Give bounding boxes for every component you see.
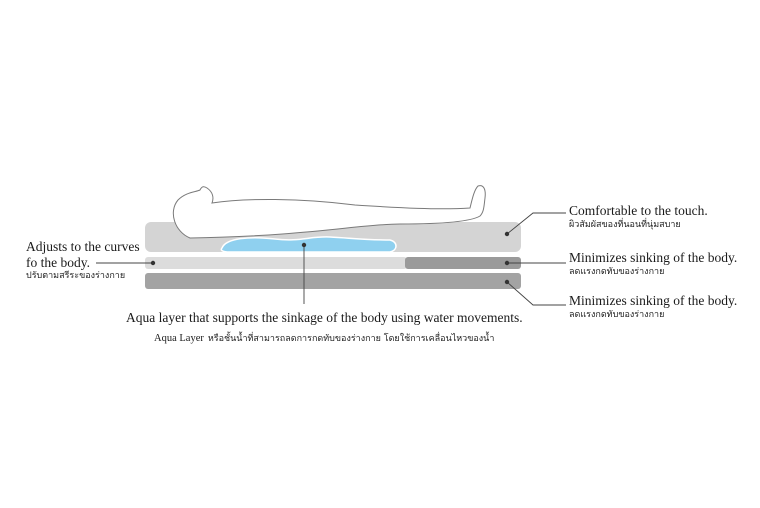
callout-bottom-right-en: Minimizes sinking of the body. [569, 293, 738, 308]
middle-layer-dark [405, 257, 521, 269]
dot-top-right [504, 231, 510, 237]
body-outline [172, 185, 486, 239]
leader-bottom-right [506, 281, 566, 306]
callout-top-right-en: Comfortable to the touch. [569, 203, 708, 218]
dot-bottom-right [504, 279, 510, 285]
callout-aqua-en: Aqua layer that supports the sinkage of … [126, 310, 523, 325]
callout-bottom-right: Minimizes sinking of the body. ลดแรงกดทั… [569, 294, 737, 320]
callout-top-right-th: ผิวสัมผัสของที่นอนที่นุ่มสบาย [569, 219, 681, 230]
callout-bottom-right-th: ลดแรงกดทับของร่างกาย [569, 309, 665, 320]
callout-aqua-th-prefix: Aqua Layer [154, 332, 204, 344]
callout-middle-right-th: ลดแรงกดทับของร่างกาย [569, 266, 665, 277]
callout-middle-right-en: Minimizes sinking of the body. [569, 250, 738, 265]
callout-left-en-line1: Adjusts to the curves [26, 239, 140, 254]
callout-left: Adjusts to the curves fo the body. ปรับต… [26, 240, 140, 281]
aqua-layer [220, 236, 397, 253]
callout-left-th: ปรับตามสรีระของร่างกาย [26, 271, 126, 281]
bottom-base-layer [145, 273, 521, 289]
callout-aqua-th: หรือชั้นน้ำที่สามารถลดการกดทับของร่างกาย… [207, 333, 495, 344]
leader-top-right [506, 212, 566, 235]
dot-aqua [301, 242, 307, 248]
middle-layer-light [145, 257, 407, 269]
callout-left-en-line2: fo the body. [26, 254, 90, 270]
callout-aqua: Aqua layer that supports the sinkage of … [126, 311, 523, 345]
dot-left [150, 260, 156, 266]
callout-middle-right: Minimizes sinking of the body. ลดแรงกดทั… [569, 251, 737, 277]
dot-middle-right [504, 260, 510, 266]
callout-top-right: Comfortable to the touch. ผิวสัมผัสของที… [569, 204, 708, 230]
callout-aqua-th-line: Aqua Layer หรือชั้นน้ำที่สามารถลดการกดทั… [154, 329, 523, 345]
